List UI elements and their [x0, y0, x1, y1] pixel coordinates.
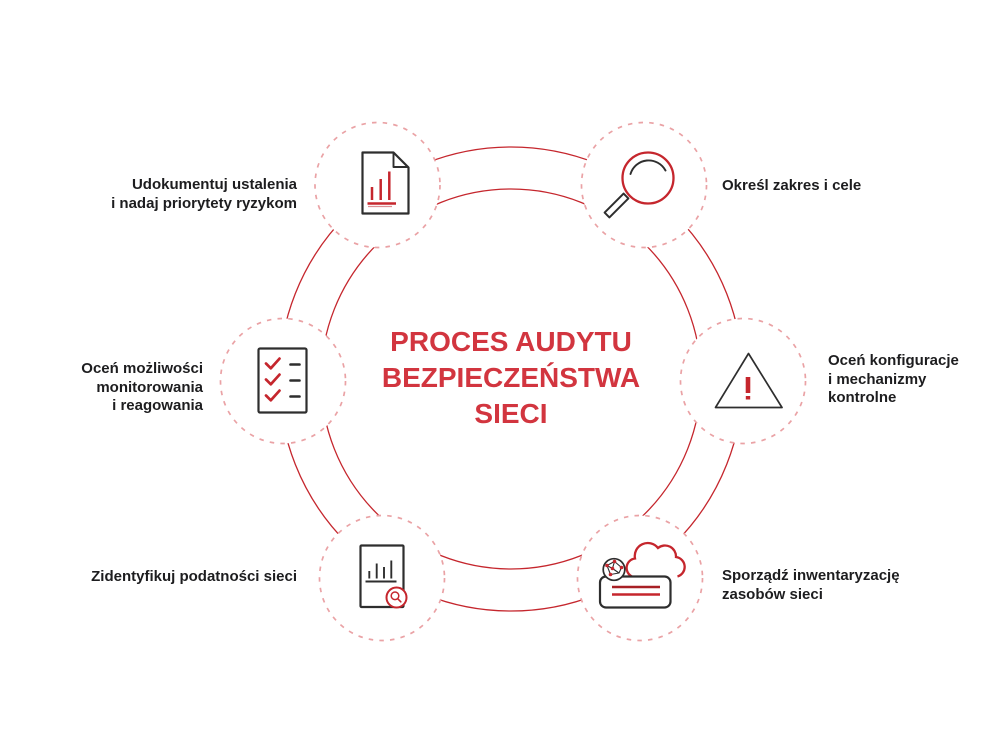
magnifier-icon	[603, 151, 675, 219]
step-label-identify-vulnerabilities: Zidentyfikuj podatności sieci	[91, 568, 297, 585]
lens-highlight-arc	[629, 159, 667, 175]
device-outline	[598, 575, 672, 609]
step-node-assess-controls	[679, 317, 807, 445]
triangle-outline	[714, 352, 783, 409]
step-label-define-scope: Określ zakres i cele	[722, 177, 862, 194]
step-label-document-findings: Udokumentuj ustalenia i nadaj priorytety…	[111, 176, 297, 212]
checkmark	[264, 357, 281, 370]
step-label-assess-monitoring: Oceń możliwości monitorowania i reagowan…	[81, 360, 203, 414]
checkmark	[264, 373, 281, 386]
checklist-icon	[257, 347, 308, 414]
warning-triangle-icon	[714, 352, 783, 409]
cloud-network-icon	[598, 541, 686, 609]
document-chart-icon	[361, 151, 410, 215]
magnifier-handle	[603, 192, 630, 219]
step-label-inventory-assets: Sporządź inwentaryzację zasobów sieci	[722, 567, 900, 603]
cloud-outline	[625, 541, 686, 578]
folded-corner	[392, 152, 409, 168]
step-node-inventory-assets	[576, 514, 704, 642]
magnifier-badge	[385, 586, 408, 609]
step-node-document-findings	[314, 121, 441, 249]
lens-circle	[621, 151, 675, 205]
exclamation-dot	[745, 396, 751, 400]
diagram-title: PROCES AUDYTU BEZPIECZEŃSTWA SIECI	[381, 326, 641, 429]
step-label-assess-controls: Oceń konfiguracje i mechanizmy kontrolne	[828, 352, 959, 406]
step-node-assess-monitoring	[219, 317, 347, 445]
dashed-circle	[580, 121, 708, 249]
step-node-define-scope	[580, 121, 708, 249]
dashed-circle	[679, 317, 807, 445]
step-node-identify-vulnerabilities	[318, 514, 446, 642]
checkmark	[264, 389, 281, 402]
document-magnifier-icon	[359, 544, 408, 609]
